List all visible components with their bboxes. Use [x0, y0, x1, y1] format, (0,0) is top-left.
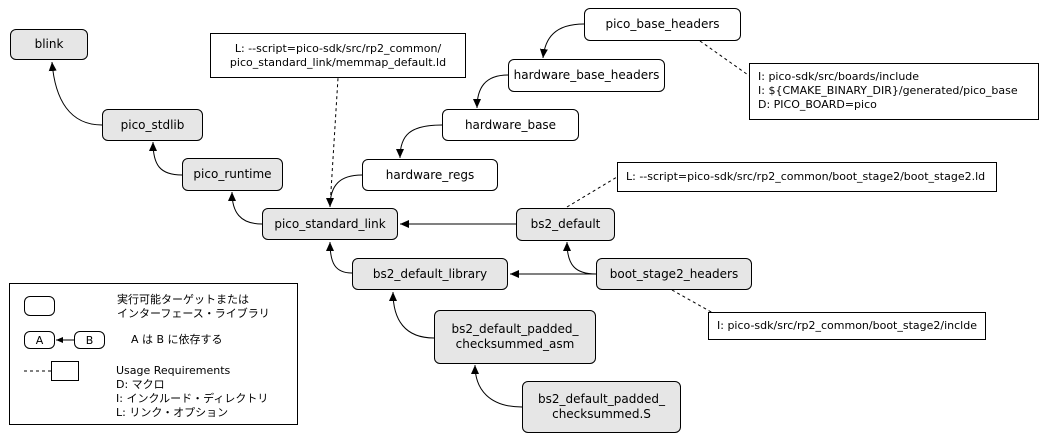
node-pico-stdlib: pico_stdlib: [102, 109, 203, 141]
edge-hardware-base-headers-to-hardware-base: [473, 74, 509, 109]
edge-pico-runtime-to-pico-stdlib: [149, 141, 183, 176]
legend-target-desc: 実行可能ターゲットまたは インターフェース・ライブラリ: [117, 293, 270, 320]
legend-node-a: A: [24, 331, 55, 349]
legend-depends-arrow: [56, 337, 74, 343]
legend-depends-desc: A は B に依存する: [131, 333, 223, 346]
edge-pico-stdlib-to-blink: [48, 61, 103, 126]
node-pico-runtime: pico_runtime: [182, 158, 283, 191]
legend-usage-desc: Usage Requirements D: マクロ I: インクルード・ディレク…: [116, 364, 269, 419]
legend-usage-box: [51, 361, 79, 381]
note-memmap-script: L: --script=pico-sdk/src/rp2_common/ pic…: [210, 33, 466, 78]
node-hardware-regs: hardware_regs: [362, 159, 498, 191]
node-bs2-default: bs2_default: [516, 208, 615, 241]
edge-pico-base-headers-to-hardware-base-headers: [539, 23, 585, 59]
usage-link-boot-stage2-headers: [671, 289, 714, 314]
edge-bs2-default-library-to-pico-standard-link: [326, 241, 353, 274]
node-hardware-base: hardware_base: [442, 109, 579, 141]
edge-boot-stage2-headers-to-bs2-default: [563, 241, 597, 275]
node-blink: blink: [10, 29, 88, 60]
legend-dashed-line: [24, 370, 53, 372]
node-boot-stage2-headers: boot_stage2_headers: [596, 258, 752, 290]
node-bs2-default-padded-checksummed-s: bs2_default_padded_ checksummed.S: [522, 381, 681, 433]
legend: 実行可能ターゲットまたは インターフェース・ライブラリ A B A は B に依…: [9, 283, 298, 425]
edge-asm-to-bs2-default-library: [389, 291, 435, 339]
node-bs2-default-library: bs2_default_library: [352, 258, 508, 290]
node-pico-standard-link: pico_standard_link: [262, 208, 398, 240]
node-bs2-default-padded-checksummed-asm: bs2_default_padded_ checksummed_asm: [434, 310, 596, 364]
legend-target-shape: [24, 296, 55, 316]
legend-node-b: B: [74, 331, 105, 349]
usage-link-pico-base-headers: [699, 40, 769, 90]
node-hardware-base-headers: hardware_base_headers: [508, 59, 665, 92]
note-boot-stage2-script: L: --script=pico-sdk/src/rp2_common/boot…: [617, 162, 997, 192]
usage-link-bs2-default: [566, 176, 618, 208]
edge-hardware-base-to-hardware-regs: [396, 124, 443, 159]
edge-hardware-regs-to-pico-standard-link: [326, 174, 363, 208]
node-pico-base-headers: pico_base_headers: [584, 8, 741, 41]
note-pico-base-includes: I: pico-sdk/src/boards/include I: ${CMAK…: [749, 63, 1039, 120]
note-boot-stage2-include: I: pico-sdk/src/rp2_common/boot_stage2/i…: [708, 312, 986, 340]
edge-s-to-asm: [471, 364, 523, 408]
edge-pico-standard-link-to-pico-runtime: [228, 191, 263, 225]
